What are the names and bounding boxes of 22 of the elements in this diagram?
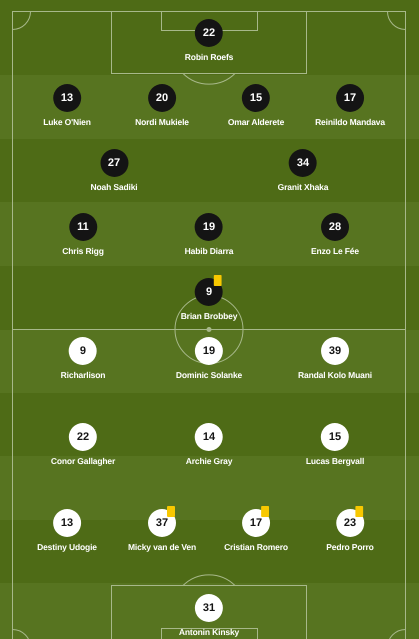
player-name: Enzo Le Fée (311, 246, 359, 256)
player-name: Robin Roefs (184, 52, 234, 62)
player-name: Archie Gray (186, 456, 232, 466)
player-name: Lucas Bergvall (306, 456, 364, 466)
player-name: Chris Rigg (62, 246, 104, 256)
player-name: Dominic Solanke (176, 370, 242, 380)
player-name: Richarlison (60, 370, 106, 380)
player-name: Micky van de Ven (128, 542, 196, 552)
player-name: Pedro Porro (326, 542, 374, 552)
player-name: Omar Alderete (228, 117, 284, 127)
player-name: Noah Sadiki (90, 182, 138, 192)
player-name: Habib Diarra (184, 246, 234, 256)
player-name: Nordi Mukiele (135, 117, 189, 127)
player-name: Granit Xhaka (278, 182, 328, 192)
player-name: Randal Kolo Muani (298, 370, 372, 380)
player-name: Brian Brobbey (180, 311, 238, 321)
player-name: Cristian Romero (224, 542, 288, 552)
player-name: Conor Gallagher (50, 456, 116, 466)
player-name: Antonin Kinsky (178, 627, 240, 637)
player-name: Destiny Udogie (37, 542, 97, 552)
player-name: Luke O'Nien (43, 117, 91, 127)
player-name: Reinildo Mandava (315, 117, 385, 127)
